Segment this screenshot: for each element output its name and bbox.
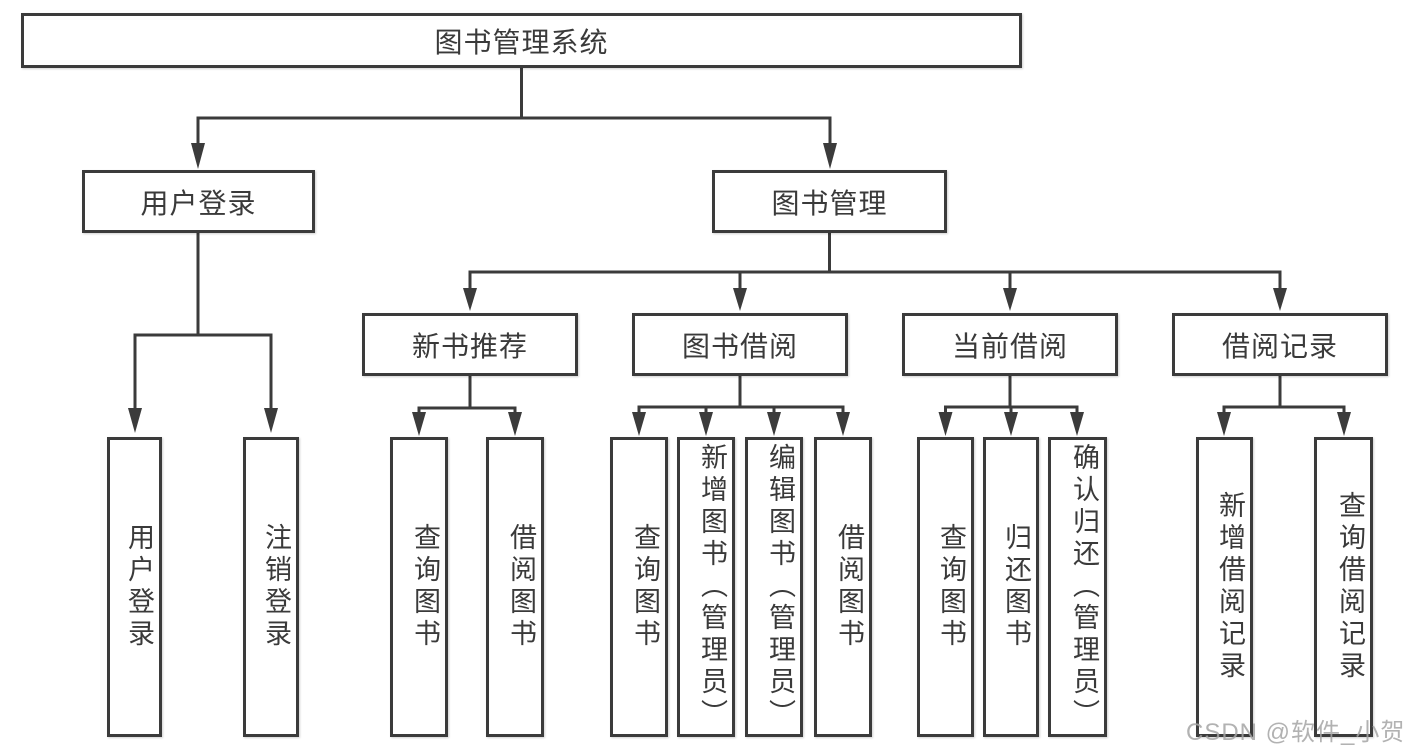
leaf-borrow-edit-book-admin: 编辑图书（管理员） [745, 437, 803, 737]
connector-borrow-to-leaves [637, 376, 845, 414]
connector-current-to-leaves [944, 376, 1079, 414]
node-current-borrow: 当前借阅 [902, 313, 1118, 376]
arrowheads-level3 [463, 288, 1287, 311]
arrowheads-root-to-level2 [191, 143, 837, 169]
arrowheads-record-leaves [1217, 412, 1351, 436]
node-root: 图书管理系统 [21, 13, 1022, 68]
leaf-borrow-query-book: 查询图书 [610, 437, 668, 737]
leaf-borrow-borrow-book: 借阅图书 [814, 437, 872, 737]
leaf-borrow-add-book-admin: 新增图书（管理员） [677, 437, 735, 737]
leaf-record-query-record: 查询借阅记录 [1314, 437, 1373, 737]
node-book-management: 图书管理 [712, 170, 947, 233]
leaf-current-confirm-return-admin: 确认归还（管理员） [1048, 437, 1107, 737]
leaf-user-login: 用户登录 [107, 437, 162, 737]
node-new-book-recommend: 新书推荐 [362, 313, 578, 376]
node-book-borrow: 图书借阅 [632, 313, 848, 376]
connector-root-to-level2 [196, 66, 832, 146]
csdn-watermark: CSDN @软件_小贺同学 [1186, 719, 1405, 746]
node-user-login: 用户登录 [82, 170, 315, 233]
connector-recommend-to-leaves [417, 376, 517, 414]
connector-user-login-to-leaves [133, 233, 273, 410]
connector-record-to-leaves [1222, 376, 1346, 414]
connector-book-management-to-level3 [468, 233, 1282, 290]
arrowheads-current-leaves [938, 412, 1084, 436]
node-borrow-record: 借阅记录 [1172, 313, 1388, 376]
leaf-recommend-borrow-book: 借阅图书 [486, 437, 544, 737]
leaf-logout-login: 注销登录 [243, 437, 299, 737]
leaf-current-query-book: 查询图书 [917, 437, 974, 737]
leaf-current-return-book: 归还图书 [983, 437, 1039, 737]
arrowheads-user-login-leaves [128, 408, 278, 433]
leaf-recommend-query-book: 查询图书 [390, 437, 448, 737]
arrowheads-recommend-leaves [412, 412, 522, 436]
leaf-record-add-record: 新增借阅记录 [1196, 437, 1253, 737]
arrowheads-borrow-leaves [632, 412, 850, 436]
